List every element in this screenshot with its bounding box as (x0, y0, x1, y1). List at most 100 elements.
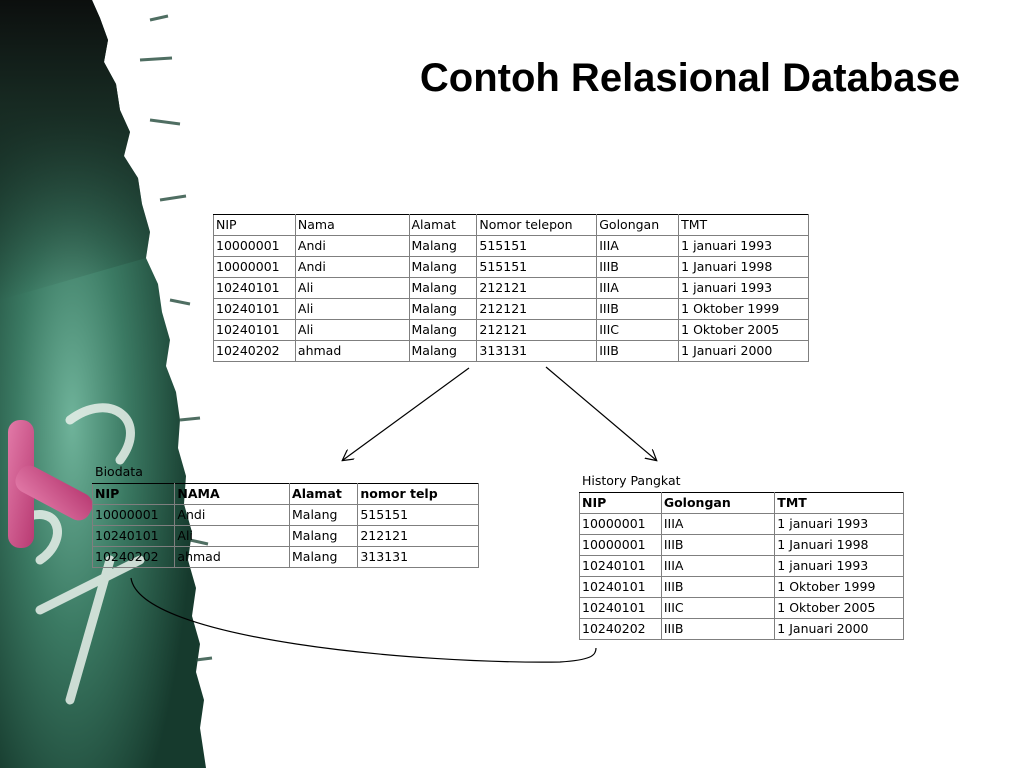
table-row: 10000001 IIIB 1 Januari 1998 (579, 534, 904, 556)
table-cell: 10240202 (579, 618, 662, 640)
table-cell: Malang (408, 319, 478, 341)
table-cell: 1 Oktober 1999 (678, 298, 809, 320)
header-cell: NAMA (174, 483, 291, 505)
table-cell: 212121 (476, 298, 598, 320)
table-row: 10240101 Ali Malang 212121 IIIC 1 Oktobe… (213, 319, 809, 341)
history-pangkat-table: NIP Golongan TMT 10000001 IIIA 1 januari… (579, 492, 904, 640)
table-row: 10240101 Ali Malang 212121 (91, 525, 479, 547)
history-caption: History Pangkat (582, 473, 681, 488)
table-cell: IIIA (596, 235, 680, 257)
table-cell: 10000001 (91, 504, 176, 526)
table-cell: 313131 (476, 340, 598, 362)
table-cell: IIIA (596, 277, 680, 299)
table-cell: 10000001 (213, 235, 296, 257)
table-cell: 10240101 (213, 298, 296, 320)
table-row: 10240101 Ali Malang 212121 IIIB 1 Oktobe… (213, 298, 809, 320)
combined-table: NIP Nama Alamat Nomor telepon Golongan T… (213, 214, 809, 362)
table-cell: ahmad (294, 340, 410, 362)
table-cell: Malang (289, 504, 359, 526)
table-row: 10000001 IIIA 1 januari 1993 (579, 513, 904, 535)
table-row: 10240101 IIIC 1 Oktober 2005 (579, 597, 904, 619)
table-header-row: NIP Nama Alamat Nomor telepon Golongan T… (213, 214, 809, 236)
table-cell: ahmad (174, 546, 291, 568)
table-cell: 1 januari 1993 (774, 513, 904, 535)
table-cell: 10000001 (213, 256, 296, 278)
table-row: 10000001 Andi Malang 515151 IIIA 1 janua… (213, 235, 809, 257)
table-cell: Malang (289, 546, 359, 568)
table-row: 10240101 IIIB 1 Oktober 1999 (579, 576, 904, 598)
table-cell: Malang (408, 235, 478, 257)
table-cell: IIIC (596, 319, 680, 341)
table-header-row: NIP Golongan TMT (579, 492, 904, 514)
header-cell: Nomor telepon (476, 214, 598, 236)
table-cell: 1 januari 1993 (774, 555, 904, 577)
header-cell: NIP (213, 214, 296, 236)
biodata-caption: Biodata (95, 464, 143, 479)
table-row: 10240101 IIIA 1 januari 1993 (579, 555, 904, 577)
table-cell: IIIC (660, 597, 776, 619)
table-cell: IIIB (596, 256, 680, 278)
table-cell: IIIA (660, 555, 776, 577)
table-row: 10000001 Andi Malang 515151 (91, 504, 479, 526)
table-cell: Malang (408, 298, 478, 320)
slide-title: Contoh Relasional Database (419, 56, 960, 100)
table-cell: IIIB (660, 534, 776, 556)
table-cell: 515151 (357, 504, 479, 526)
table-cell: 212121 (476, 319, 598, 341)
table-cell: IIIA (660, 513, 776, 535)
table-cell: 10240202 (213, 340, 296, 362)
header-cell: TMT (774, 492, 904, 514)
table-cell: Ali (294, 319, 410, 341)
table-cell: IIIB (660, 576, 776, 598)
table-cell: 1 januari 1993 (678, 277, 809, 299)
table-cell: IIIB (660, 618, 776, 640)
table-row: 10240202 IIIB 1 Januari 2000 (579, 618, 904, 640)
table-cell: 10240101 (213, 319, 296, 341)
table-cell: 10000001 (579, 534, 662, 556)
header-cell: nomor telp (357, 483, 479, 505)
table-row: 10240101 Ali Malang 212121 IIIA 1 januar… (213, 277, 809, 299)
table-cell: 1 januari 1993 (678, 235, 809, 257)
table-cell: 212121 (357, 525, 479, 547)
table-row: 10240202 ahmad Malang 313131 (91, 546, 479, 568)
table-cell: IIIB (596, 340, 680, 362)
table-cell: 1 Oktober 1999 (774, 576, 904, 598)
header-cell: Alamat (408, 214, 478, 236)
table-cell: 10240101 (213, 277, 296, 299)
table-cell: 10240202 (91, 546, 176, 568)
header-cell: TMT (678, 214, 809, 236)
table-cell: 10240101 (579, 597, 662, 619)
table-cell: Andi (294, 256, 410, 278)
table-cell: 1 Januari 1998 (678, 256, 809, 278)
biodata-table: NIP NAMA Alamat nomor telp 10000001 Andi… (91, 483, 479, 568)
table-cell: Malang (408, 256, 478, 278)
table-cell: 515151 (476, 235, 598, 257)
header-cell: Golongan (596, 214, 680, 236)
table-cell: 212121 (476, 277, 598, 299)
table-row: 10240202 ahmad Malang 313131 IIIB 1 Janu… (213, 340, 809, 362)
table-header-row: NIP NAMA Alamat nomor telp (91, 483, 479, 505)
table-cell: 515151 (476, 256, 598, 278)
table-cell: 10240101 (579, 576, 662, 598)
header-cell: NIP (579, 492, 662, 514)
table-cell: Andi (174, 504, 291, 526)
table-cell: 10240101 (91, 525, 176, 547)
table-cell: Andi (294, 235, 410, 257)
table-cell: Malang (289, 525, 359, 547)
table-cell: 1 Oktober 2005 (774, 597, 904, 619)
table-cell: 313131 (357, 546, 479, 568)
table-cell: Ali (294, 298, 410, 320)
header-cell: Nama (294, 214, 410, 236)
table-cell: 1 Oktober 2005 (678, 319, 809, 341)
table-cell: Ali (174, 525, 291, 547)
table-cell: Malang (408, 277, 478, 299)
table-cell: 1 Januari 2000 (678, 340, 809, 362)
header-cell: Golongan (660, 492, 776, 514)
table-row: 10000001 Andi Malang 515151 IIIB 1 Janua… (213, 256, 809, 278)
table-cell: IIIB (596, 298, 680, 320)
header-cell: Alamat (289, 483, 359, 505)
table-cell: 1 Januari 2000 (774, 618, 904, 640)
table-cell: Ali (294, 277, 410, 299)
